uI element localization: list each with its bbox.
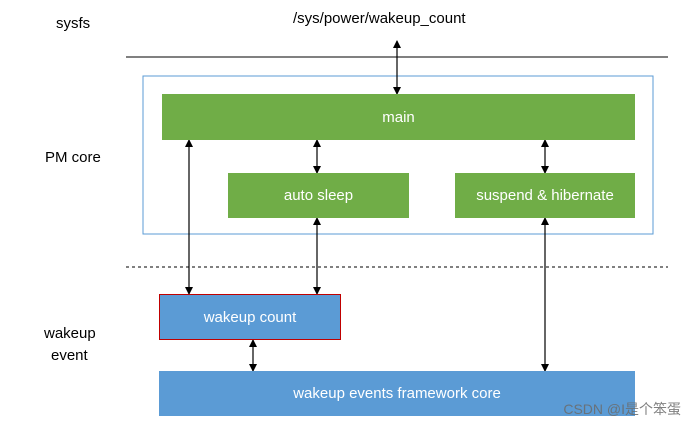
layer-label-wakeup: wakeup <box>44 325 96 342</box>
suspend-hibernate-box: suspend & hibernate <box>455 173 635 218</box>
wakeup-framework-core-box: wakeup events framework core <box>159 371 635 416</box>
sysfs-path-label: /sys/power/wakeup_count <box>293 10 466 27</box>
auto-sleep-box: auto sleep <box>228 173 409 218</box>
watermark: CSDN @I是个笨蛋 <box>563 401 681 417</box>
layer-label-sysfs: sysfs <box>56 15 91 32</box>
main-box: main <box>162 94 635 140</box>
wakeup-count-box: wakeup count <box>159 294 341 340</box>
layer-label-pm-core: PM core <box>45 149 101 166</box>
layer-label-event: event <box>51 347 88 364</box>
